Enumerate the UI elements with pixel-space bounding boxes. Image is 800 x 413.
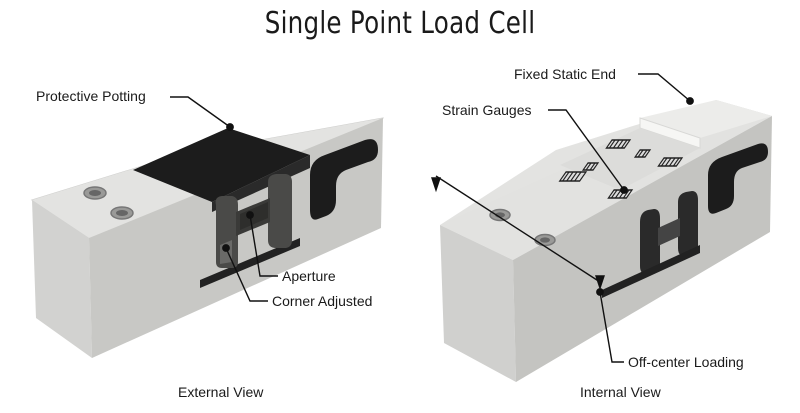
internal-aperture	[640, 191, 698, 274]
loading-arrow-head-right	[595, 275, 605, 291]
internal-view-load-cell	[440, 100, 772, 382]
diagram-title: Single Point Load Cell	[264, 6, 536, 41]
leader-fixed-static-end	[638, 73, 691, 102]
loading-arrow-line	[435, 175, 601, 283]
external-front-face	[32, 200, 92, 358]
label-aperture: Aperture	[282, 268, 336, 284]
caption-internal-view: Internal View	[580, 384, 661, 400]
loading-arrow-head-left	[431, 177, 441, 193]
label-fixed-static-end: Fixed Static End	[514, 66, 616, 82]
leader-strain-gauges	[548, 109, 625, 191]
leader-protective-potting	[170, 96, 231, 128]
leader-off-center-loading	[599, 291, 624, 363]
internal-end-slot	[708, 143, 768, 214]
label-protective-potting: Protective Potting	[36, 88, 146, 104]
label-strain-gauges: Strain Gauges	[442, 102, 532, 118]
leader-aperture	[249, 214, 278, 277]
internal-front-face	[440, 225, 516, 382]
external-end-slot	[310, 139, 378, 220]
label-off-center-loading: Off-center Loading	[628, 354, 744, 370]
leader-corner-adjusted	[225, 247, 268, 302]
strain-gauges	[558, 139, 684, 199]
label-corner-adjusted: Corner Adjusted	[272, 293, 373, 309]
external-view-load-cell	[30, 117, 384, 358]
protective-potting-band	[133, 128, 310, 202]
caption-external-view: External View	[178, 384, 264, 400]
